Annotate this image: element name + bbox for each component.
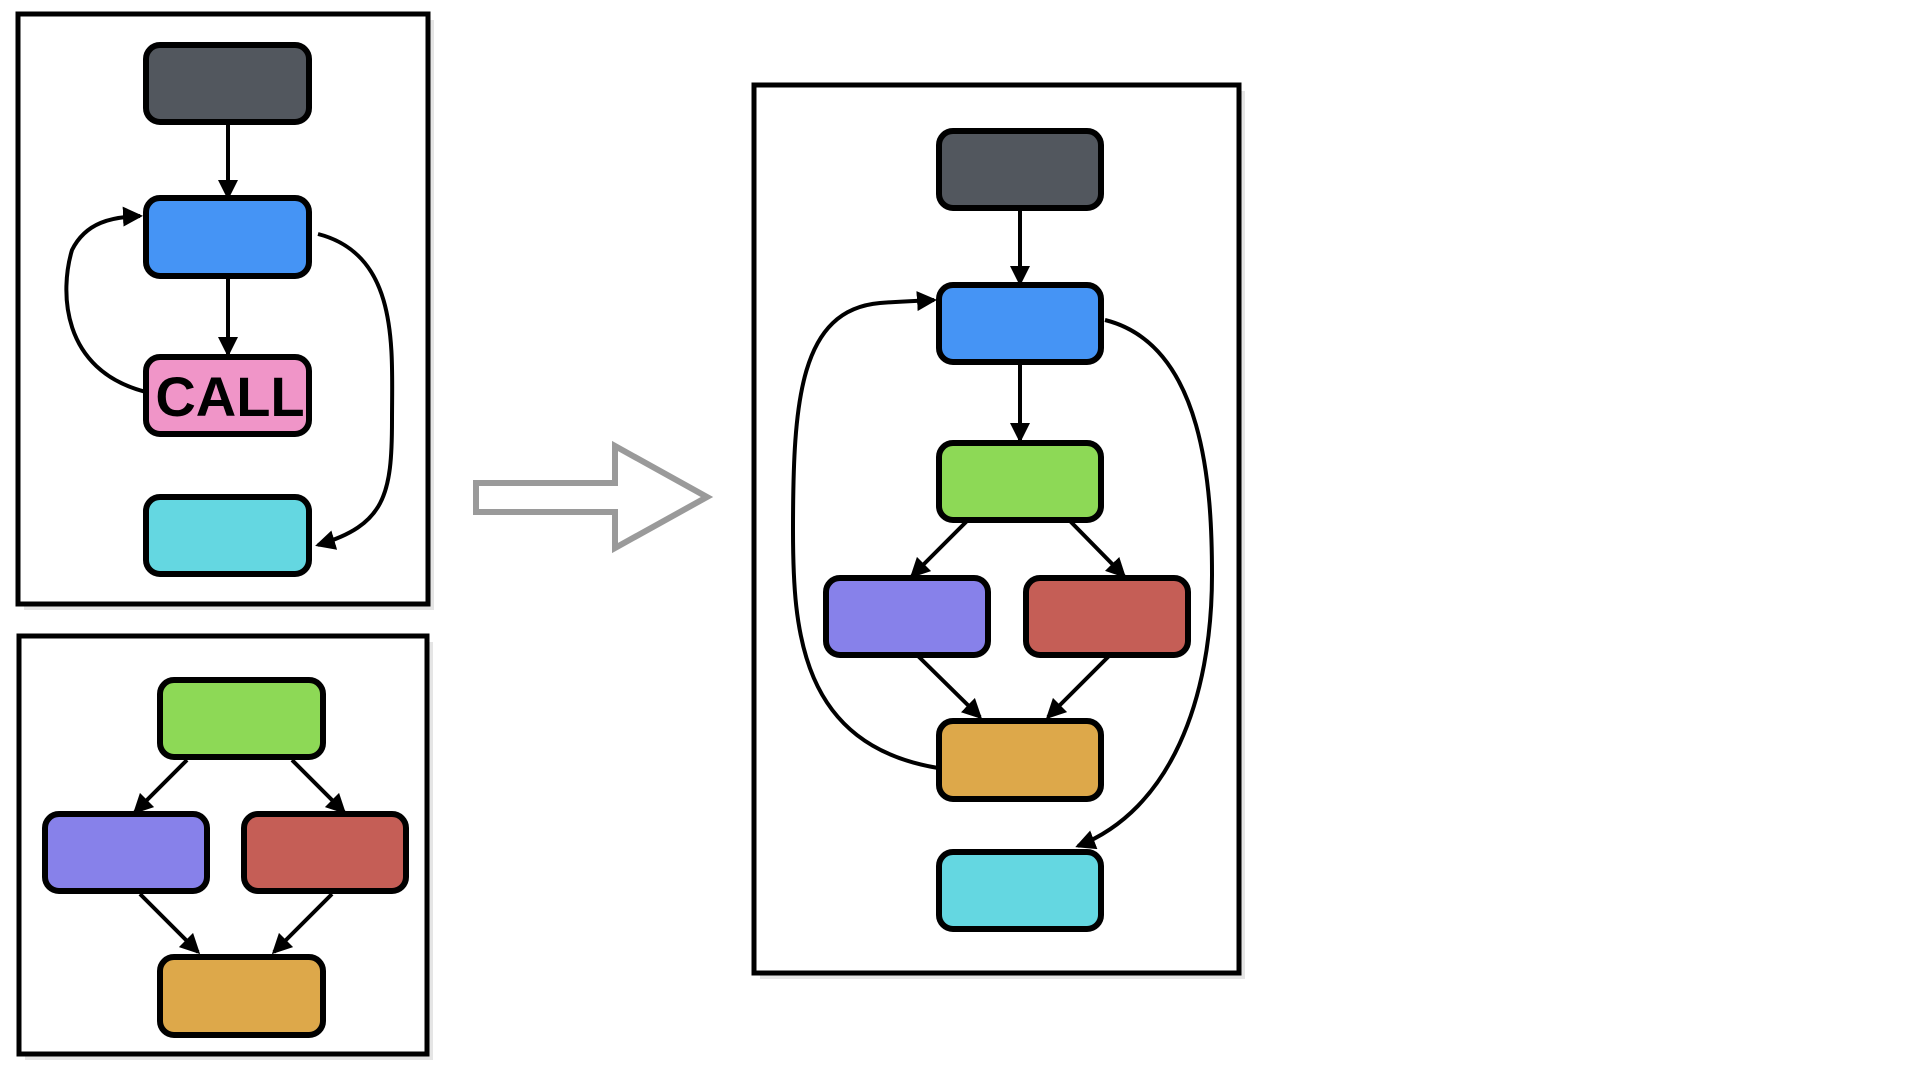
caller-entry-block: [143, 42, 312, 125]
edge-callee-entry-to-right: [290, 758, 347, 815]
edge-callee-entry-to-left: [132, 758, 189, 815]
edge-call-back-to-header: [64, 206, 147, 394]
callee-join-block: [157, 954, 326, 1038]
edge-left-to-join: [138, 892, 201, 955]
inlined-graph-panel: [751, 82, 1245, 979]
result-exit-block: [936, 849, 1104, 932]
result-join-block: [936, 718, 1104, 802]
result-right-branch-block: [1023, 575, 1191, 658]
caller-exit-block: [143, 494, 312, 577]
result-entry-block: [936, 128, 1104, 211]
callee-entry-block: [157, 677, 326, 760]
edge-result-header-to-exit: [1075, 318, 1215, 850]
result-header-block: [936, 282, 1104, 365]
edge-result-left-to-join: [915, 653, 983, 720]
call-block: [143, 354, 312, 437]
caller-graph-panel: CALL: [15, 11, 434, 610]
callee-graph-panel: [16, 633, 433, 1060]
edge-result-right-to-join: [1045, 653, 1112, 720]
edge-result-join-back-to-header: [790, 291, 939, 770]
edge-right-to-join: [271, 892, 334, 955]
edge-result-callee-entry-to-right: [1068, 519, 1127, 579]
call-label: CALL: [155, 365, 304, 428]
callee-right-branch-block: [241, 811, 409, 894]
edge-header-to-exit: [315, 232, 395, 550]
edge-result-callee-entry-to-left: [909, 519, 969, 579]
transform-arrow-icon: [473, 440, 714, 554]
result-left-branch-block: [823, 575, 991, 658]
caller-header-block: [143, 195, 312, 279]
callee-left-branch-block: [42, 811, 210, 894]
result-callee-entry-block: [936, 440, 1104, 523]
